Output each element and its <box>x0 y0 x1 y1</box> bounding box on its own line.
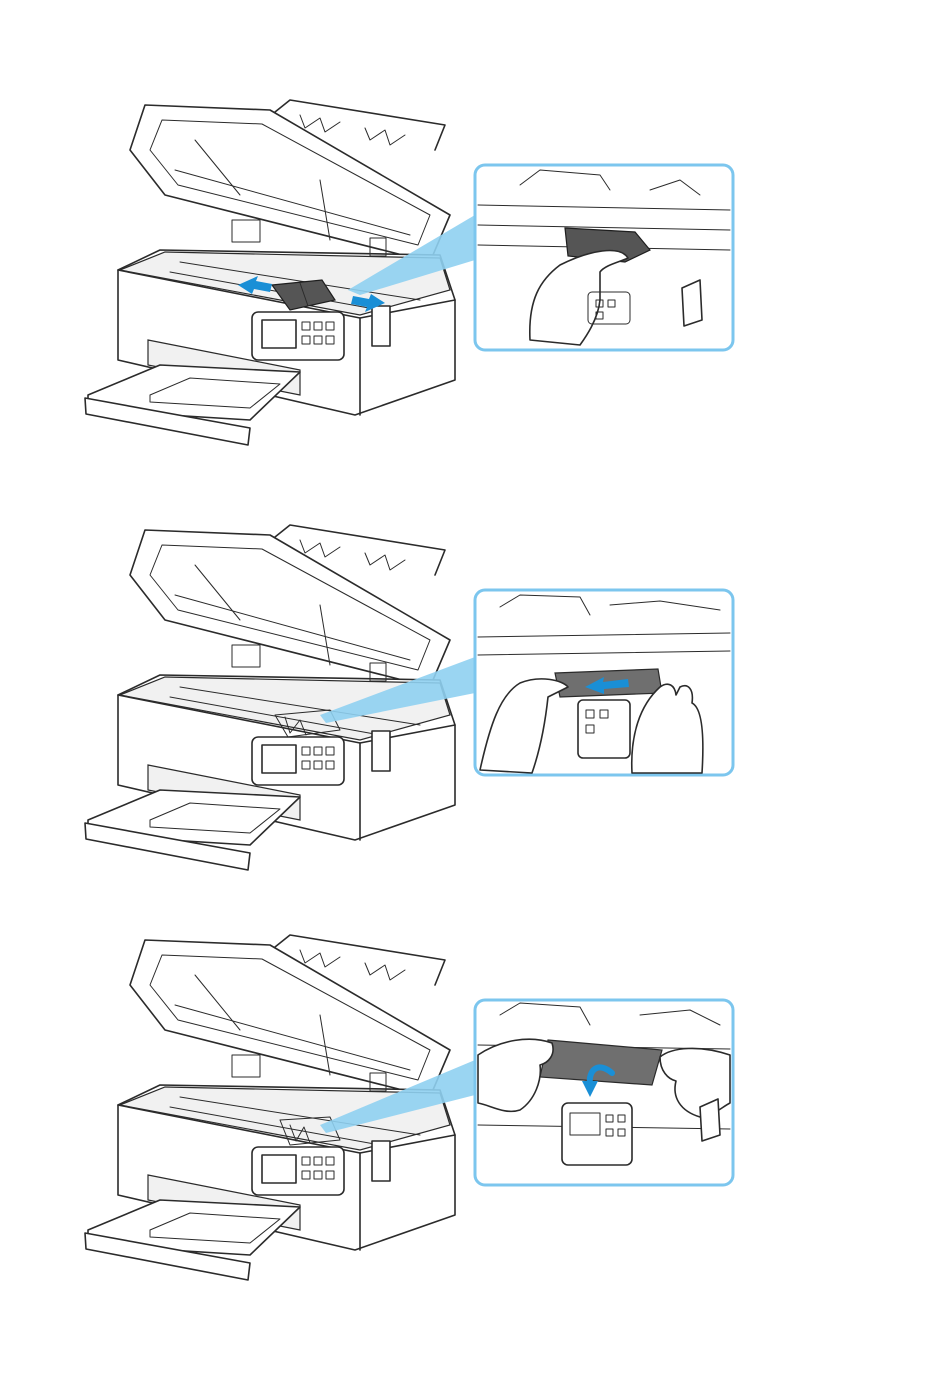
step-2 <box>0 425 950 885</box>
step-3 <box>0 835 950 1295</box>
zoom-inset <box>475 1000 733 1185</box>
step-1 <box>0 0 950 460</box>
zoom-inset <box>475 590 733 775</box>
zoom-inset <box>475 165 733 350</box>
